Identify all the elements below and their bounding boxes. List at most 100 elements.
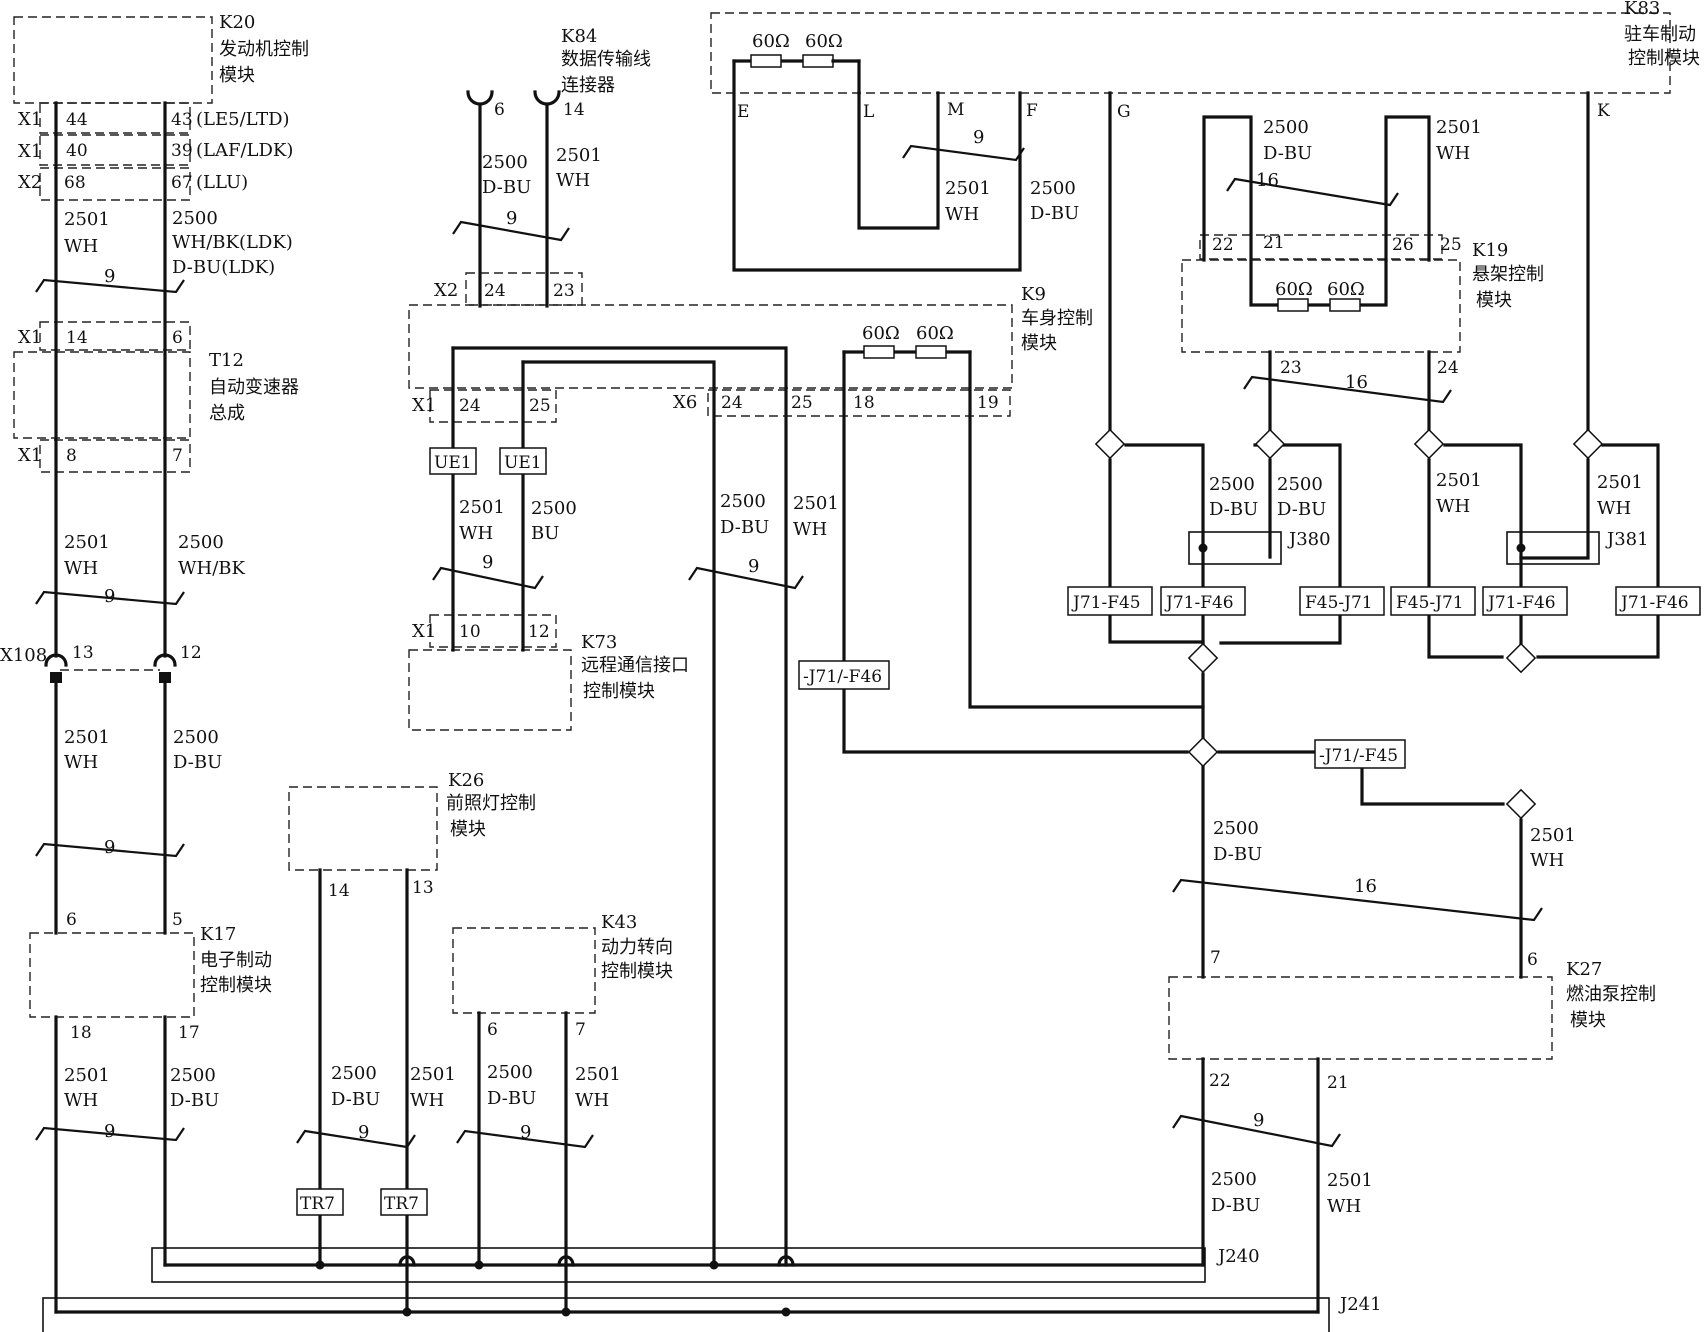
svg-text:24: 24 [484,281,506,301]
svg-text:9: 9 [748,556,759,577]
k43-name-1: 动力转向 [601,937,673,958]
k83-name-2: 控制模块 [1628,48,1700,69]
svg-text:24: 24 [459,396,481,416]
svg-text:9: 9 [104,837,115,858]
k27-outline [1168,976,1553,1060]
svg-text:39: 39 [171,141,193,161]
svg-text:WH: WH [1436,143,1470,164]
k19-name-2: 模块 [1476,290,1512,311]
svg-text:2500: 2500 [1030,178,1076,199]
k19-code: K19 [1472,240,1508,261]
j381-box [1506,531,1600,565]
svg-text:J240: J240 [1216,1246,1260,1267]
t12-x1-bottom [39,439,191,473]
svg-text:23: 23 [553,281,575,301]
t12-name-1: 自动变速器 [209,377,299,398]
k17-code: K17 [200,924,236,945]
svg-text:2501: 2501 [64,532,110,553]
svg-text:16: 16 [1354,876,1377,897]
t12-code: T12 [209,350,244,371]
svg-text:6: 6 [494,100,505,120]
x1-connector-a [39,102,191,134]
svg-text:14: 14 [563,100,585,120]
module-labels: K20 发动机控制 模块 K84 数据传输线 连接器 K83 驻车制动 控制模块… [200,0,1700,1031]
svg-text:WH: WH [64,752,98,773]
svg-text:9: 9 [506,208,517,229]
svg-text:9: 9 [104,1121,115,1142]
x2-connector-k20 [39,167,191,201]
wire-labels: 2501 WH 2500 WH/BK(LDK) D-BU(LDK) 2501 W… [64,117,1643,1217]
svg-text:25: 25 [791,393,813,413]
tr7-tag: TR7 [300,1194,335,1214]
svg-text:2501: 2501 [793,493,839,514]
svg-text:5: 5 [172,910,183,930]
svg-text:6: 6 [1527,950,1538,970]
svg-text:25: 25 [1440,235,1462,255]
j241-bus-outline [42,1297,1330,1332]
k26-code: K26 [448,770,484,791]
svg-text:D-BU: D-BU [1211,1195,1260,1216]
j380-box [1188,531,1282,565]
k17-name-1: 电子制动 [200,950,272,971]
twist-counts: 9 9 9 9 9 9 9 9 9 9 16 16 16 9 [104,127,1377,1143]
svg-text:44: 44 [66,110,88,130]
svg-text:2500: 2500 [178,532,224,553]
k84-name-1: 数据传输线 [561,49,651,70]
svg-text:16: 16 [1345,372,1368,393]
svg-text:25: 25 [529,396,551,416]
svg-text:9: 9 [358,1122,369,1143]
svg-text:D-BU: D-BU [487,1088,536,1109]
wires [54,59,1660,1314]
svg-text:2501: 2501 [945,178,991,199]
svg-text:2501: 2501 [1597,472,1643,493]
svg-text:14: 14 [328,881,350,901]
svg-text:9: 9 [973,127,984,148]
k26-name-1: 前照灯控制 [446,793,536,814]
ue1-tag: UE1 [504,453,542,473]
splice-dots [315,543,1526,1317]
x1-connector-b [39,134,191,166]
svg-text:18: 18 [70,1023,92,1043]
k9-code: K9 [1021,284,1046,305]
svg-text:X1: X1 [412,621,436,642]
splice-labels: J380 J381 J240 J241 [1216,529,1649,1315]
svg-text:WH: WH [64,236,98,257]
svg-text:D-BU: D-BU [173,752,222,773]
svg-text:D-BU: D-BU [331,1089,380,1110]
resistors [732,54,1361,359]
k84-code: K84 [561,26,597,47]
svg-text:9: 9 [1253,1110,1264,1131]
k26-outline [288,786,438,871]
k84-connector-hooks [466,90,561,106]
svg-text:2501: 2501 [64,1065,110,1086]
svg-text:WH/BK(LDK): WH/BK(LDK) [172,232,293,253]
j240-bus-outline [151,1247,1206,1283]
svg-text:X1: X1 [18,109,42,130]
svg-text:D-BU: D-BU [1209,499,1258,520]
svg-text:J380: J380 [1287,529,1331,550]
t12-x1-top [39,321,191,351]
k19-outline [1181,259,1461,353]
svg-text:2500: 2500 [1213,818,1259,839]
svg-text:6: 6 [487,1020,498,1040]
svg-text:60Ω: 60Ω [916,323,954,344]
svg-text:D-BU: D-BU [482,177,531,198]
svg-text:18: 18 [853,393,875,413]
svg-text:60Ω: 60Ω [752,31,790,52]
svg-text:G: G [1117,102,1131,122]
k20-name-2: 模块 [219,65,255,86]
svg-text:14: 14 [66,328,88,348]
t12-outline [13,351,191,439]
svg-text:9: 9 [104,266,115,287]
t12-name-2: 总成 [209,403,245,424]
k20-outline [13,16,213,104]
svg-text:2501: 2501 [1327,1170,1373,1191]
svg-text:43: 43 [171,110,193,130]
svg-text:WH: WH [64,1090,98,1111]
svg-text:2500: 2500 [1263,117,1309,138]
svg-text:22: 22 [1209,1071,1231,1091]
svg-text:12: 12 [180,643,202,663]
svg-text:2501: 2501 [1436,470,1482,491]
svg-text:D-BU: D-BU [170,1090,219,1111]
svg-text:10: 10 [459,622,481,642]
